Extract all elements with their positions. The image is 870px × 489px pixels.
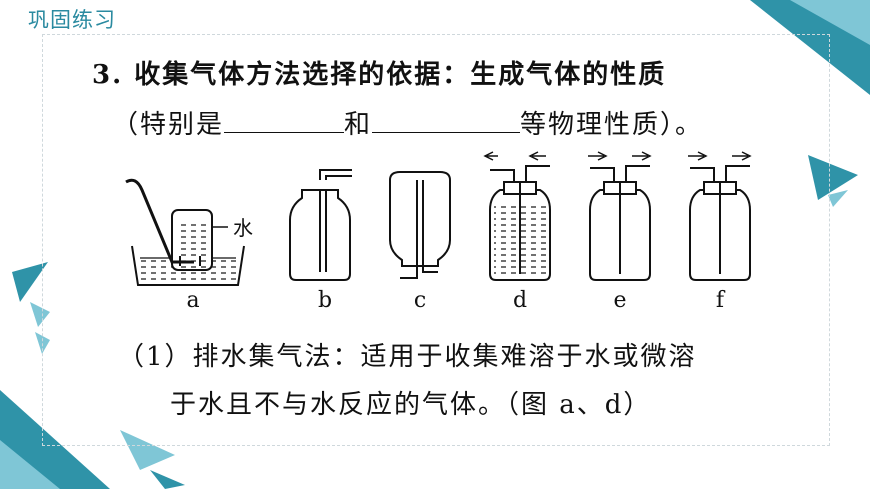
question-line-2-prefix: （特别是 <box>112 110 225 140</box>
answer-blank-1[interactable] <box>224 108 345 133</box>
apparatus-a-water-trough <box>125 178 245 286</box>
answer-line-1: （1）排水集气法：适用于收集难溶于水或微溶 <box>118 342 697 372</box>
apparatus-d-water-bottle <box>483 151 551 281</box>
figure-label-b: b <box>317 288 333 313</box>
question-line-2: （特别是 和 等物理性质）。 <box>112 104 703 141</box>
decor-right-side <box>808 155 858 207</box>
figure-label-e: e <box>613 288 627 313</box>
apparatus-e-bottle <box>588 151 652 281</box>
figure-label-d: d <box>512 288 528 313</box>
answer-line-2: 于水且不与水反应的气体。（图 a、d） <box>170 390 652 420</box>
question-line-2-suffix: 等物理性质）。 <box>520 110 704 140</box>
question-line-2-mid: 和 <box>344 110 373 140</box>
decor-top-right <box>750 0 870 95</box>
section-title: 巩固练习 <box>28 8 116 32</box>
question-line-1: 3. 收集气体方法选择的依据：生成气体的性质 <box>92 60 667 90</box>
figure-label-f: f <box>715 288 725 313</box>
decor-bottom-left <box>0 390 185 489</box>
gas-collection-figure: 水 <box>125 151 752 286</box>
apparatus-b-upward-air <box>289 169 352 281</box>
figure-label-c: c <box>413 288 427 313</box>
water-label: 水 <box>233 216 253 240</box>
figure-label-a: a <box>186 288 200 313</box>
apparatus-c-downward-air <box>389 171 451 279</box>
content-frame <box>42 34 830 446</box>
answer-blank-2[interactable] <box>372 108 521 133</box>
apparatus-f-bottle <box>688 151 752 281</box>
